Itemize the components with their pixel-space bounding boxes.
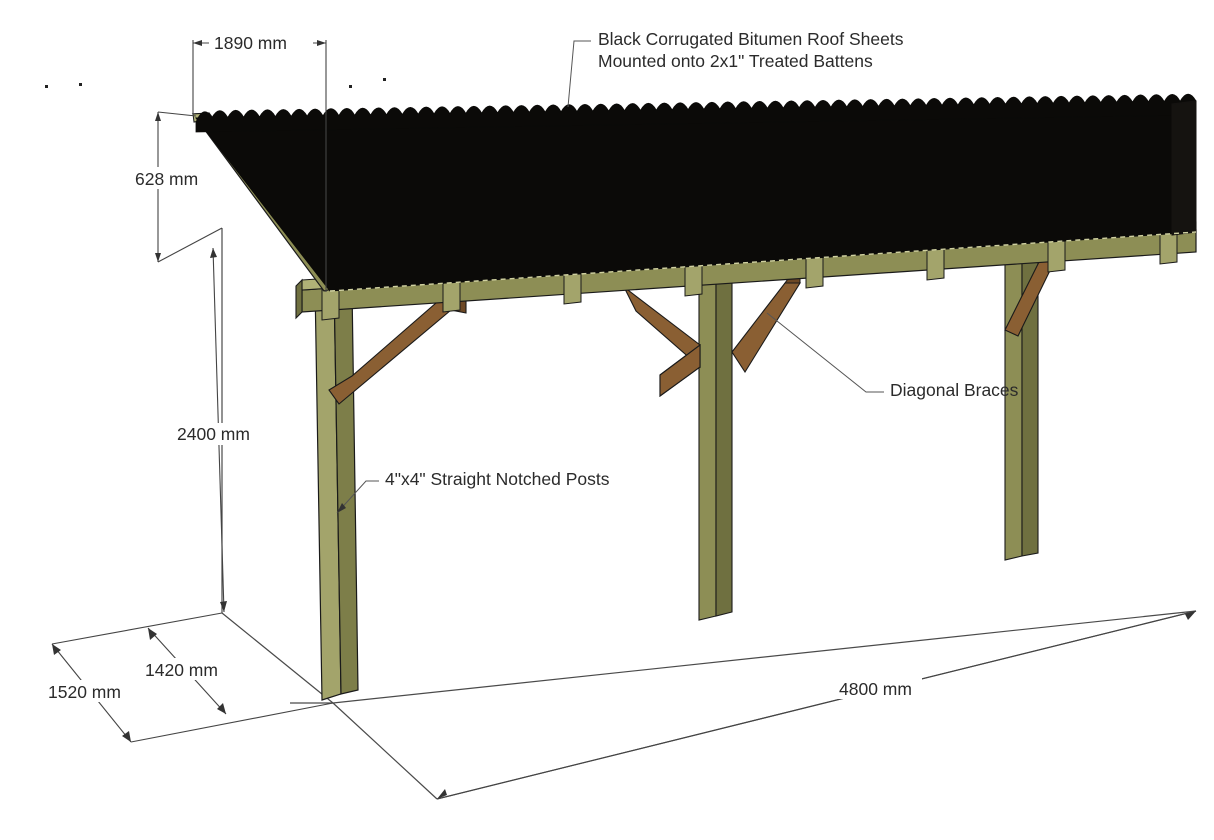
dimension-roof-drop: 628 mm (131, 111, 223, 263)
rafter-tails (321, 232, 1178, 321)
callout-diagonal-braces: Diagonal Braces (766, 312, 1019, 400)
roof-panel (194, 93, 1197, 292)
post-left (312, 281, 359, 701)
callout-notched-posts-label: 4"x4" Straight Notched Posts (385, 469, 610, 489)
roof-lower-edge (329, 231, 1197, 292)
callout-roof-sheets: Black Corrugated Bitumen Roof Sheets Mou… (567, 29, 904, 108)
post-middle (698, 269, 733, 621)
callout-diagonal-braces-label: Diagonal Braces (890, 380, 1019, 400)
dimension-label-base-length: 4800 mm (839, 679, 912, 699)
dimension-roof-width: 1890 mm (192, 33, 327, 292)
dimension-label-roof-width: 1890 mm (214, 33, 287, 53)
dimension-label-base-depth-inner: 1420 mm (145, 660, 218, 680)
callout-roof-sheets-line1: Black Corrugated Bitumen Roof Sheets (598, 29, 904, 49)
stray-dot-marks (45, 78, 386, 88)
dimension-base-depth-inner: 1420 mm (140, 627, 228, 715)
dimension-label-roof-drop: 628 mm (135, 169, 198, 189)
dimension-label-base-depth-outer: 1520 mm (48, 682, 121, 702)
callout-notched-posts: 4"x4" Straight Notched Posts (336, 469, 610, 514)
dimension-base-depth-outer: 1520 mm (44, 612, 334, 743)
dimension-base-length: 4800 mm (436, 610, 1197, 800)
dimension-post-height: 2400 mm (172, 247, 260, 613)
callout-roof-sheets-line2: Mounted onto 2x1" Treated Battens (598, 51, 873, 71)
dimension-label-post-height: 2400 mm (177, 424, 250, 444)
brace-middle-left (623, 286, 701, 398)
